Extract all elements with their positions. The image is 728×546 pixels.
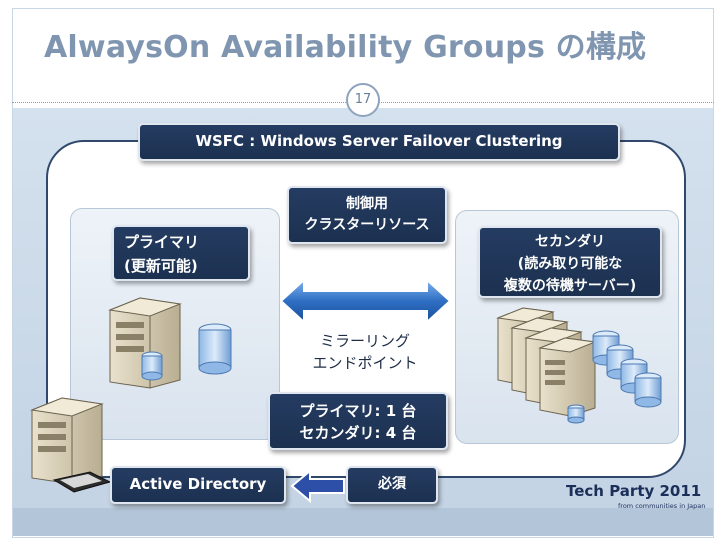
secondary-label-line1: セカンダリ <box>535 234 605 250</box>
tech-party-logo: Tech Party 2011 from communities in Japa… <box>566 482 705 510</box>
primary-label-line2: (更新可能) <box>124 257 198 275</box>
primary-server-icon <box>108 297 232 389</box>
control-resource-line1: 制御用 <box>346 196 388 212</box>
mirroring-endpoint-label: ミラーリング エンドポイント <box>300 330 430 374</box>
mirroring-line2: エンドポイント <box>312 354 418 372</box>
slide-frame <box>12 8 714 538</box>
secondary-label-line2: (読み取り可能な <box>517 256 623 272</box>
wsfc-label: WSFC : Windows Server Failover Clusterin… <box>138 123 620 161</box>
logo-sub-text: from communities in Japan <box>618 502 705 510</box>
mirroring-line1: ミラーリング <box>319 332 410 350</box>
required-arrow <box>290 468 345 504</box>
secondary-servers-icon <box>496 307 662 424</box>
secondary-label-line3: 複数の待機サーバー) <box>503 278 637 294</box>
mirroring-arrow <box>279 277 452 325</box>
replica-count-line1: プライマリ: 1 台 <box>299 402 417 420</box>
slide-title: AlwaysOn Availability Groups の構成 <box>44 30 647 65</box>
page-number-badge: 17 <box>346 83 380 117</box>
footer-bar <box>13 508 713 536</box>
active-directory-server-icon <box>30 397 112 493</box>
control-cluster-resource: 制御用 クラスターリソース <box>287 186 447 244</box>
control-resource-line2: クラスターリソース <box>304 217 430 233</box>
active-directory-label: Active Directory <box>110 466 286 504</box>
replica-count-line2: セカンダリ: 4 台 <box>299 424 417 442</box>
secondary-label: セカンダリ (読み取り可能な 複数の待機サーバー) <box>478 226 662 298</box>
primary-label-line1: プライマリ <box>124 233 200 251</box>
primary-label: プライマリ (更新可能) <box>112 225 250 281</box>
replica-count-box: プライマリ: 1 台 セカンダリ: 4 台 <box>268 392 448 450</box>
logo-main-text: Tech Party 2011 <box>566 482 701 500</box>
required-label: 必須 <box>346 466 438 504</box>
